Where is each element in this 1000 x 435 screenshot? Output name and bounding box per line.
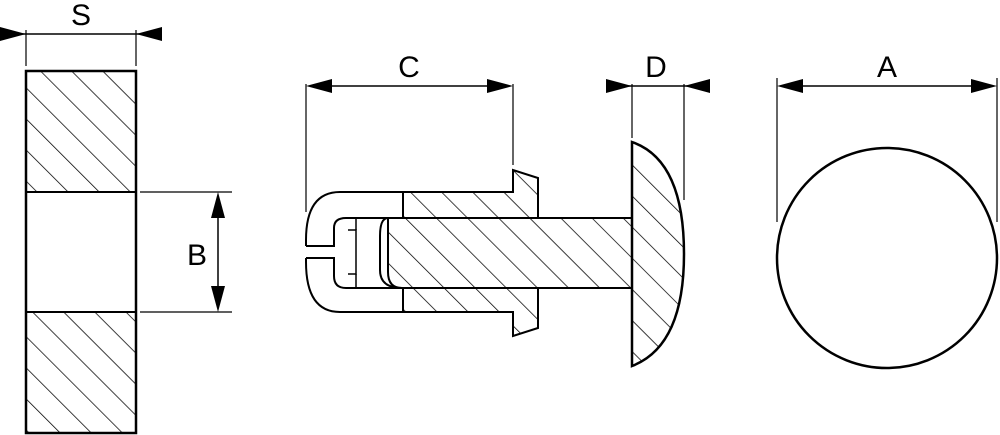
arrowhead-icon	[971, 79, 997, 93]
arrowhead-icon	[211, 192, 225, 218]
clip-slot	[348, 229, 357, 275]
pin-shaft-section	[387, 217, 633, 289]
dimension-s: S	[0, 0, 162, 66]
dimension-d: D	[606, 51, 710, 200]
arrowhead-icon	[306, 79, 332, 93]
pin-tip	[379, 217, 403, 289]
arrowhead-icon	[777, 79, 803, 93]
rivet-head-circle	[775, 146, 999, 370]
dimension-b: B	[140, 191, 232, 313]
rivet-head-section	[630, 140, 686, 368]
dimension-label-c: C	[398, 51, 420, 84]
clip-leg-upper-inner	[306, 217, 403, 247]
clip-leg-lower-outer	[305, 258, 403, 313]
dimension-c: C	[305, 51, 514, 212]
washer-hatch-top	[26, 71, 136, 192]
clip-leg-upper-outer	[305, 191, 403, 246]
rivet-section-view: C D	[305, 51, 710, 368]
dimension-label-a: A	[877, 51, 897, 84]
sleeve-upper-section	[402, 168, 539, 219]
arrowhead-icon	[136, 27, 162, 41]
clip-leg-lower-inner	[306, 257, 403, 289]
arrowhead-icon	[684, 79, 710, 93]
sleeve-lower-section	[402, 287, 539, 338]
washer-hatch-bottom	[26, 312, 136, 433]
washer-section-view: S B	[0, 0, 232, 435]
arrowhead-icon	[606, 79, 632, 93]
dimension-a: A	[776, 51, 998, 222]
dimension-label-d: D	[645, 51, 667, 84]
arrowhead-icon	[487, 79, 513, 93]
arrowhead-icon	[211, 286, 225, 312]
dimension-label-s: S	[71, 0, 91, 32]
dimension-label-b: B	[187, 239, 207, 272]
washer-outline	[24, 69, 138, 435]
arrowhead-icon	[0, 27, 26, 41]
head-top-view: A	[775, 51, 999, 370]
